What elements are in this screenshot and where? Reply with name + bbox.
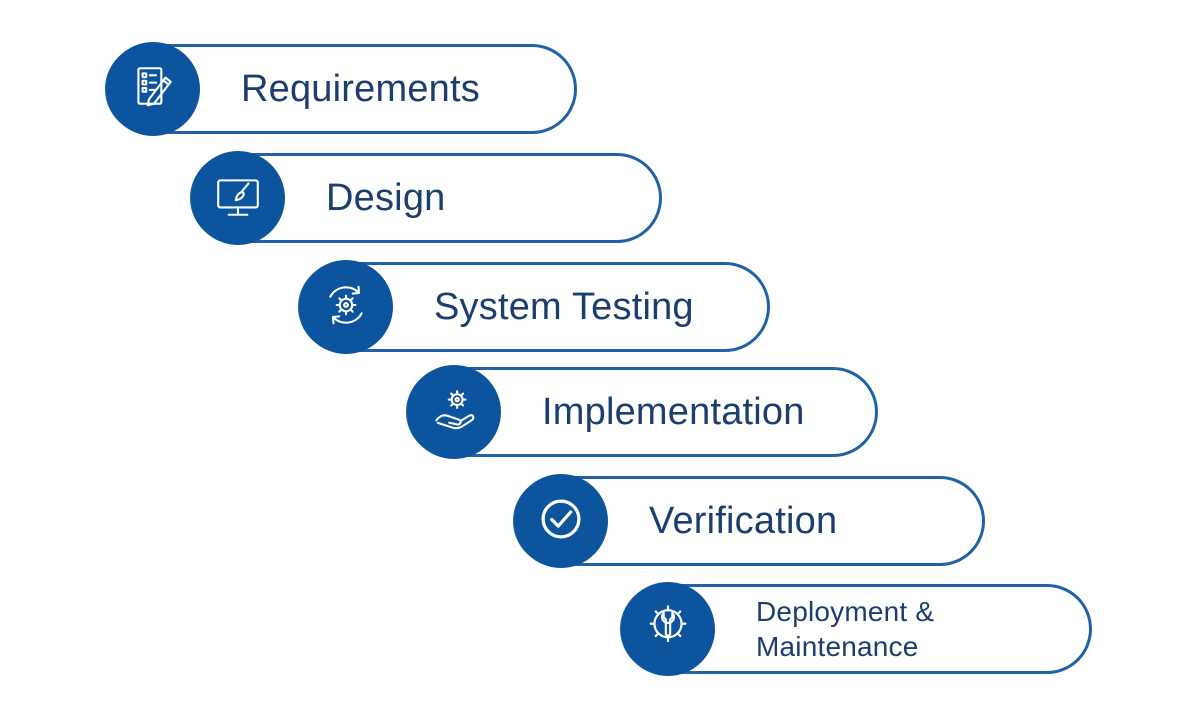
step-label: System Testing xyxy=(434,285,694,328)
step-label: Deployment & Maintenance xyxy=(756,596,935,662)
step-label: Design xyxy=(326,176,446,219)
step-label: Verification xyxy=(649,499,838,542)
step-implementation: Implementation xyxy=(406,365,878,459)
step-icon-badge xyxy=(191,151,285,245)
monitor-paintbrush-icon xyxy=(213,171,263,226)
step-icon-badge xyxy=(514,474,608,568)
hand-gear-icon xyxy=(429,385,479,440)
step-system-testing: System Testing xyxy=(298,260,770,354)
check-circle-icon xyxy=(535,493,587,550)
step-label: Requirements xyxy=(241,67,480,110)
step-icon-badge xyxy=(106,42,200,136)
gear-wrench-icon xyxy=(642,601,694,658)
step-label: Implementation xyxy=(542,390,805,433)
step-icon-badge xyxy=(407,365,501,459)
step-requirements: Requirements xyxy=(105,42,577,136)
step-icon-badge xyxy=(299,260,393,354)
step-design: Design xyxy=(190,151,662,245)
step-deployment-maintenance: Deployment & Maintenance xyxy=(620,582,1092,676)
step-verification: Verification xyxy=(513,474,985,568)
process-cycle-gear-icon xyxy=(321,280,371,335)
checklist-pencil-icon xyxy=(128,62,178,117)
step-icon-badge xyxy=(621,582,715,676)
